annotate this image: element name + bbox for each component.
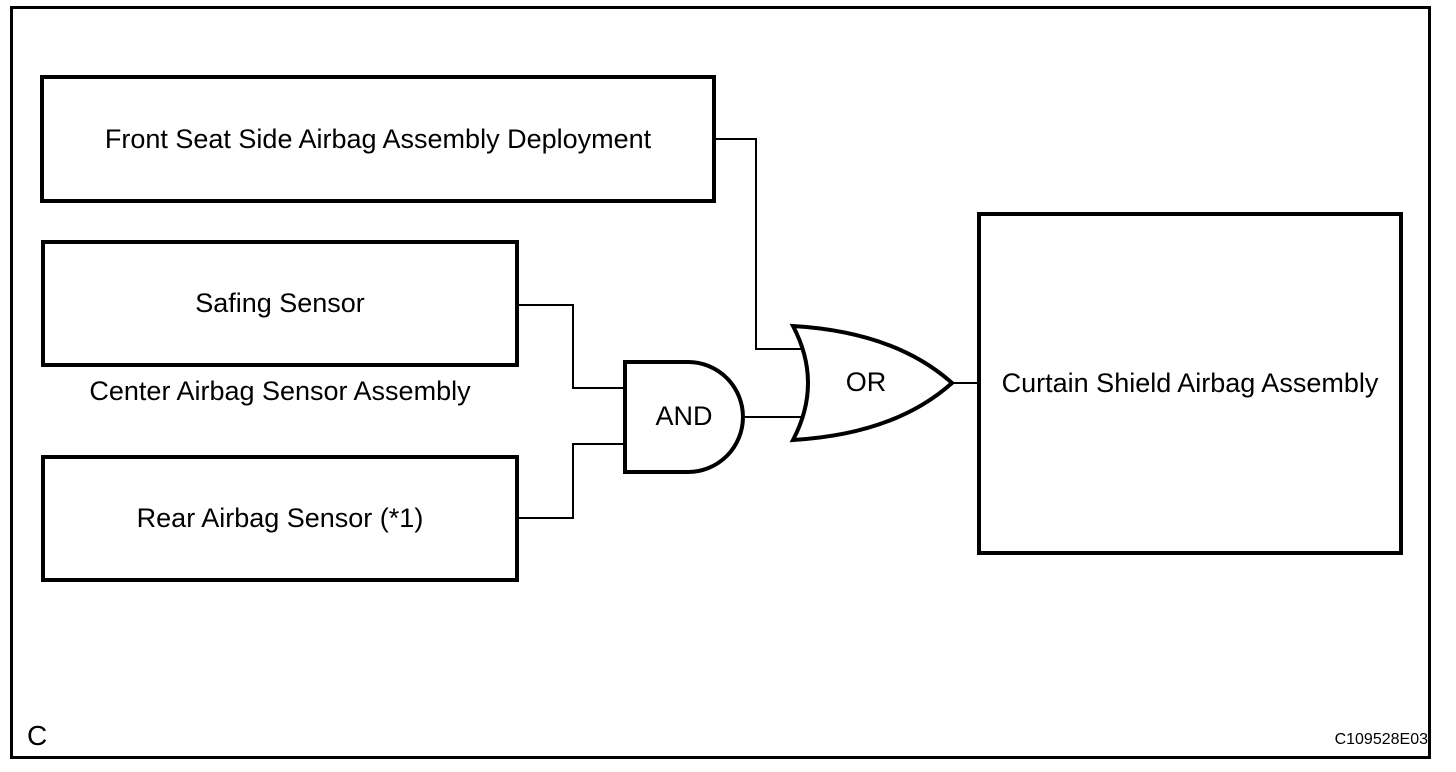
curtain-shield-airbag-label: Curtain Shield Airbag Assembly xyxy=(1001,368,1379,399)
front-seat-side-airbag-box: Front Seat Side Airbag Assembly Deployme… xyxy=(40,75,716,203)
curtain-shield-airbag-box: Curtain Shield Airbag Assembly xyxy=(977,212,1403,555)
or-gate-label: OR xyxy=(845,367,887,397)
center-airbag-sensor-assembly-caption: Center Airbag Sensor Assembly xyxy=(89,376,471,406)
connector-safing-sensor-to-and-gate xyxy=(519,304,625,389)
safing-sensor-box: Safing Sensor xyxy=(41,240,519,367)
and-gate-label: AND xyxy=(655,401,713,431)
or-gate-shape xyxy=(789,323,956,443)
connector-front-seat-to-or-gate xyxy=(715,138,803,350)
rear-airbag-sensor-box: Rear Airbag Sensor (*1) xyxy=(41,455,519,582)
figure-code: C109528E03 xyxy=(1334,731,1428,748)
rear-airbag-sensor-label: Rear Airbag Sensor (*1) xyxy=(136,503,424,534)
front-seat-side-airbag-label: Front Seat Side Airbag Assembly Deployme… xyxy=(104,123,652,154)
and-gate-shape xyxy=(623,360,745,474)
corner-label: C xyxy=(27,720,48,751)
connector-rear-sensor-to-and-gate xyxy=(519,443,625,519)
safing-sensor-label: Safing Sensor xyxy=(195,288,365,319)
